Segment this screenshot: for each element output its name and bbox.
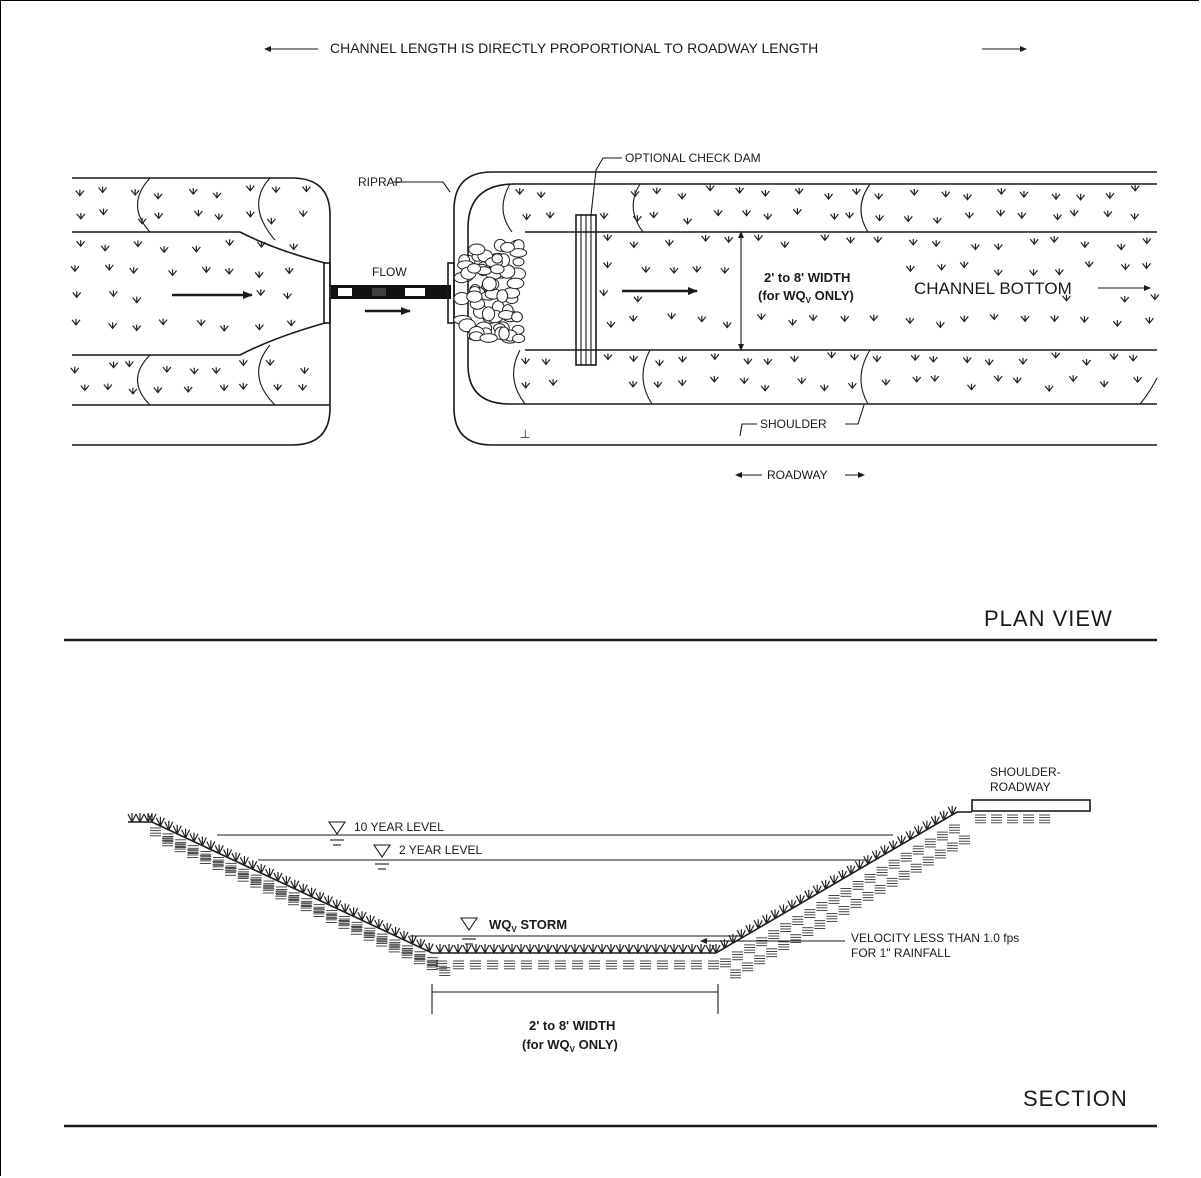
plan-vegetation: [70, 184, 1160, 395]
svg-text:⊥: ⊥: [520, 427, 530, 441]
flow-label: FLOW: [372, 265, 407, 279]
riprap-label: RIPRAP: [358, 175, 403, 189]
shoulder-roadway-line2: ROADWAY: [990, 780, 1051, 794]
section-title: SECTION: [1023, 1086, 1128, 1111]
plan-width-line2: (for WQV ONLY): [758, 288, 854, 305]
section-width-line1: 2' to 8' WIDTH: [529, 1018, 615, 1033]
section-width-line2: (for WQV ONLY): [522, 1037, 618, 1054]
wq-storm-label: WQV STORM: [489, 917, 567, 934]
two-year-level-marker: 2 YEAR LEVEL: [372, 843, 482, 870]
channel-bottom-label: CHANNEL BOTTOM: [914, 279, 1072, 298]
shoulder-label: SHOULDER: [760, 417, 827, 431]
soil-hatching: [150, 814, 1050, 979]
wq-storm-marker: WQV STORM: [459, 917, 567, 945]
ten-year-level-marker: 10 YEAR LEVEL: [327, 820, 444, 846]
two-year-level-label: 2 YEAR LEVEL: [399, 843, 482, 857]
channel-length-note-text: CHANNEL LENGTH IS DIRECTLY PROPORTIONAL …: [330, 40, 818, 56]
plan-view-title: PLAN VIEW: [984, 606, 1113, 631]
roadway-label: ROADWAY: [767, 468, 828, 482]
section-view: 10 YEAR LEVEL 2 YEAR LEVEL WQV STORM VEL…: [64, 765, 1157, 1128]
velocity-line2: FOR 1" RAINFALL: [851, 946, 951, 960]
riprap-stones: [453, 238, 528, 344]
optional-check-dam-label: OPTIONAL CHECK DAM: [625, 151, 761, 165]
culvert-pipe: FLOW: [331, 265, 451, 315]
velocity-line1: VELOCITY LESS THAN 1.0 fps: [851, 931, 1019, 945]
shoulder-roadway-slab: [971, 799, 1091, 812]
ten-year-level-label: 10 YEAR LEVEL: [354, 820, 444, 834]
plan-left-channel: [72, 177, 331, 446]
plan-right-channel: 2' to 8' WIDTH (for WQV ONLY) CHANNEL BO…: [447, 171, 1158, 482]
channel-length-note: CHANNEL LENGTH IS DIRECTLY PROPORTIONAL …: [264, 40, 1027, 56]
plan-view: FLOW 2' to 8' WIDTH: [64, 151, 1160, 642]
plan-width-line1: 2' to 8' WIDTH: [764, 270, 850, 285]
shoulder-roadway-line1: SHOULDER-: [990, 765, 1061, 779]
section-vegetation: [127, 805, 957, 954]
